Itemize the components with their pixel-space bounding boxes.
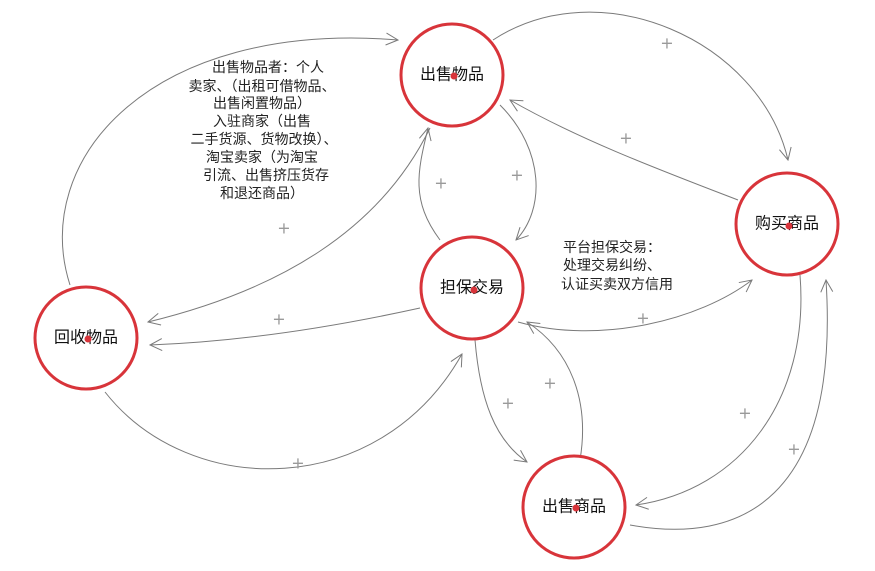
node-buy-label: 购买商品 bbox=[755, 214, 819, 233]
edge-sell-item-to-recycle bbox=[148, 127, 431, 322]
edge-escrow-to-sell-item bbox=[418, 128, 441, 241]
note-sellers-line: 出售物品者：个人 bbox=[212, 60, 324, 76]
node-recycle[interactable]: 回收物品 bbox=[33, 285, 139, 391]
polarity-signs: + + + + + + + + + + + + bbox=[272, 34, 800, 473]
note-sellers-line: 卖家、（出租可借物品、 bbox=[189, 78, 336, 95]
sign-escrow-to-sell-goods: + bbox=[501, 394, 514, 413]
node-sell-item[interactable]: 出售物品 bbox=[399, 22, 505, 128]
sign-recycle-to-escrow: + bbox=[291, 454, 304, 473]
edge-escrow-to-buy bbox=[517, 280, 752, 332]
sign-buy-to-sell-goods: + bbox=[738, 404, 751, 423]
note-platform-line: 处理交易纠纷、 bbox=[563, 257, 661, 274]
note-platform-line: 平台担保交易： bbox=[563, 239, 661, 256]
node-sell-goods[interactable]: 出售商品 bbox=[521, 454, 627, 560]
edge-recycle-to-escrow bbox=[104, 354, 462, 470]
note-sellers: 出售物品者：个人 卖家、（出租可借物品、 出售闲置物品） 入驻商家（出售 二手货… bbox=[189, 60, 338, 202]
note-sellers-line: 淘宝卖家（为淘宝 bbox=[206, 149, 318, 166]
sign-escrow-to-buy: + bbox=[636, 309, 649, 328]
sign-sell-item-to-escrow: + bbox=[510, 166, 523, 185]
edge-buy-to-sell-item bbox=[510, 100, 739, 201]
node-buy-dot bbox=[785, 222, 793, 230]
node-sell-goods-dot bbox=[572, 504, 580, 512]
edge-sell-goods-to-escrow bbox=[527, 322, 584, 461]
node-escrow[interactable]: 担保交易 bbox=[419, 235, 525, 341]
edges bbox=[61, 11, 827, 530]
sign-sell-item-to-recycle: + bbox=[277, 219, 290, 238]
sign-sell-goods-to-buy: + bbox=[787, 440, 800, 459]
sign-sell-goods-to-escrow: + bbox=[543, 374, 556, 393]
edge-buy-to-sell-goods bbox=[636, 274, 802, 505]
edge-recycle-to-sell-item bbox=[61, 38, 398, 286]
edge-escrow-to-sell-goods bbox=[474, 339, 527, 462]
note-platform-line: 认证买卖双方信用 bbox=[561, 277, 673, 293]
edge-escrow-to-recycle bbox=[150, 307, 421, 345]
note-sellers-line: 入驻商家（出售 bbox=[213, 113, 311, 130]
node-sell-item-dot bbox=[450, 72, 458, 80]
sign-escrow-to-recycle: + bbox=[272, 310, 285, 329]
node-buy[interactable]: 购买商品 bbox=[734, 171, 840, 277]
sign-buy-to-sell-item: + bbox=[619, 129, 632, 148]
note-sellers-line: 引流、出售挤压货存 bbox=[203, 167, 329, 184]
edge-sell-goods-to-buy bbox=[629, 280, 827, 530]
note-sellers-line: 出售闲置物品） bbox=[213, 96, 311, 112]
node-escrow-dot bbox=[470, 286, 478, 294]
note-sellers-line: 二手货源、货物改换）、 bbox=[191, 131, 338, 148]
node-recycle-dot bbox=[84, 335, 92, 343]
sign-escrow-to-sell-item: + bbox=[434, 174, 447, 193]
sign-sell-item-to-buy: + bbox=[660, 34, 673, 53]
note-platform: 平台担保交易： 处理交易纠纷、 认证买卖双方信用 bbox=[561, 239, 673, 293]
node-escrow-label: 担保交易 bbox=[440, 278, 504, 297]
edge-sell-item-to-buy bbox=[492, 11, 788, 160]
note-sellers-line: 和退还商品） bbox=[220, 186, 304, 202]
edge-sell-item-to-escrow bbox=[499, 104, 537, 240]
